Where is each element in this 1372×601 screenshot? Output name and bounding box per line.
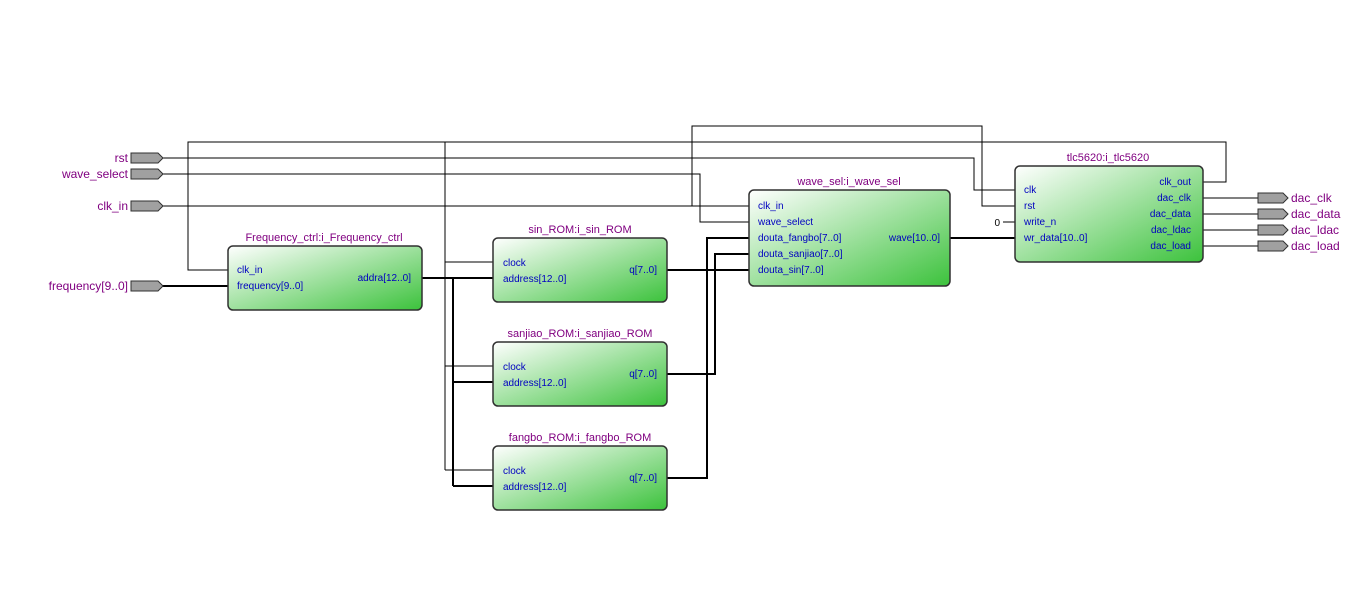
output-pins: dac_clk dac_data dac_ldac dac_load xyxy=(1257,191,1341,253)
port-wave-sel-clk-in: clk_in xyxy=(758,201,784,212)
const-zero-label: 0 xyxy=(994,218,1000,229)
block-fangbo-rom[interactable]: fangbo_ROM:i_fangbo_ROM clock address[12… xyxy=(492,432,668,511)
block-frequency-ctrl-body xyxy=(227,245,423,311)
input-pin-wave-select-label: wave_select xyxy=(61,167,129,181)
port-sanjiao-q: q[7..0] xyxy=(629,369,657,380)
port-tlc-clk: clk xyxy=(1024,185,1037,196)
block-fangbo-rom-title: fangbo_ROM:i_fangbo_ROM xyxy=(509,432,651,444)
port-sanjiao-clock: clock xyxy=(503,362,527,373)
port-tlc-write-n: write_n xyxy=(1023,217,1056,228)
wire-rst-to-freq[interactable] xyxy=(187,141,1227,183)
port-tlc-rst: rst xyxy=(1024,201,1035,212)
port-freq-addra: addra[12..0] xyxy=(358,273,412,284)
port-sin-clock: clock xyxy=(503,258,527,269)
block-sanjiao-rom-title: sanjiao_ROM:i_sanjiao_ROM xyxy=(508,328,653,340)
port-tlc-dac-clk: dac_clk xyxy=(1157,193,1192,204)
block-wave-sel[interactable]: wave_sel:i_wave_sel clk_in wave_select d… xyxy=(748,176,951,287)
block-sanjiao-rom[interactable]: sanjiao_ROM:i_sanjiao_ROM clock address[… xyxy=(492,328,668,407)
input-pin-frequency[interactable]: frequency[9..0] xyxy=(49,279,164,293)
wire-wave-select[interactable] xyxy=(162,173,749,223)
input-pins: rst wave_select clk_in frequency[9..0] xyxy=(49,151,164,293)
output-pin-dac-data-label: dac_data xyxy=(1291,207,1341,221)
block-wave-sel-title: wave_sel:i_wave_sel xyxy=(796,176,900,188)
block-sanjiao-rom-body xyxy=(492,341,668,407)
output-pin-dac-load[interactable]: dac_load xyxy=(1257,239,1340,253)
port-sanjiao-address: address[12..0] xyxy=(503,378,567,389)
port-tlc-dac-data: dac_data xyxy=(1150,209,1192,220)
input-pin-clk-in[interactable]: clk_in xyxy=(97,199,164,213)
port-sin-address: address[12..0] xyxy=(503,274,567,285)
port-freq-clk-in: clk_in xyxy=(237,265,263,276)
port-tlc-dac-load: dac_load xyxy=(1150,241,1191,252)
port-wave-sel-wave: wave[10..0] xyxy=(888,233,940,244)
input-pin-frequency-label: frequency[9..0] xyxy=(49,279,128,293)
wire-rst[interactable] xyxy=(162,157,1015,191)
block-wave-sel-body xyxy=(748,189,951,287)
block-tlc5620-title: tlc5620:i_tlc5620 xyxy=(1067,152,1150,164)
port-fangbo-address: address[12..0] xyxy=(503,482,567,493)
block-fangbo-rom-body xyxy=(492,445,668,511)
port-freq-frequency: frequency[9..0] xyxy=(237,281,303,292)
output-pin-dac-data[interactable]: dac_data xyxy=(1257,207,1341,221)
block-frequency-ctrl-title: Frequency_ctrl:i_Frequency_ctrl xyxy=(245,232,402,244)
block-tlc5620-body xyxy=(1014,165,1204,263)
output-pin-dac-ldac[interactable]: dac_ldac xyxy=(1257,223,1339,237)
block-sin-rom-title: sin_ROM:i_sin_ROM xyxy=(528,224,631,236)
output-pin-dac-load-label: dac_load xyxy=(1291,239,1340,253)
input-pin-rst[interactable]: rst xyxy=(115,151,164,165)
bus-fangbo-q[interactable] xyxy=(667,237,749,479)
block-tlc5620[interactable]: tlc5620:i_tlc5620 clk rst write_n wr_dat… xyxy=(994,152,1204,263)
input-pin-wave-select[interactable]: wave_select xyxy=(61,167,164,181)
input-pin-rst-label: rst xyxy=(115,151,129,165)
wires xyxy=(162,125,1258,487)
wire-clk-out-loop[interactable] xyxy=(691,125,1015,207)
block-sin-rom-body xyxy=(492,237,668,303)
output-pin-dac-clk[interactable]: dac_clk xyxy=(1257,191,1333,205)
port-tlc-clk-out: clk_out xyxy=(1159,177,1191,188)
port-fangbo-clock: clock xyxy=(503,466,527,477)
port-tlc-dac-ldac: dac_ldac xyxy=(1151,225,1191,236)
port-sin-q: q[7..0] xyxy=(629,265,657,276)
port-wave-sel-douta-sin: douta_sin[7..0] xyxy=(758,265,824,276)
bus-sanjiao-q[interactable] xyxy=(667,253,749,375)
port-wave-sel-douta-sanjiao: douta_sanjiao[7..0] xyxy=(758,249,843,260)
port-wave-sel-douta-fangbo: douta_fangbo[7..0] xyxy=(758,233,842,244)
port-tlc-wr-data: wr_data[10..0] xyxy=(1023,233,1088,244)
block-sin-rom[interactable]: sin_ROM:i_sin_ROM clock address[12..0] q… xyxy=(492,224,668,303)
block-frequency-ctrl[interactable]: Frequency_ctrl:i_Frequency_ctrl clk_in f… xyxy=(227,232,423,311)
port-wave-sel-wave-select: wave_select xyxy=(757,217,813,228)
input-pin-clk-in-label: clk_in xyxy=(97,199,128,213)
output-pin-dac-ldac-label: dac_ldac xyxy=(1291,223,1339,237)
port-fangbo-q: q[7..0] xyxy=(629,473,657,484)
output-pin-dac-clk-label: dac_clk xyxy=(1291,191,1333,205)
wire-clkin-freq[interactable] xyxy=(187,158,228,271)
